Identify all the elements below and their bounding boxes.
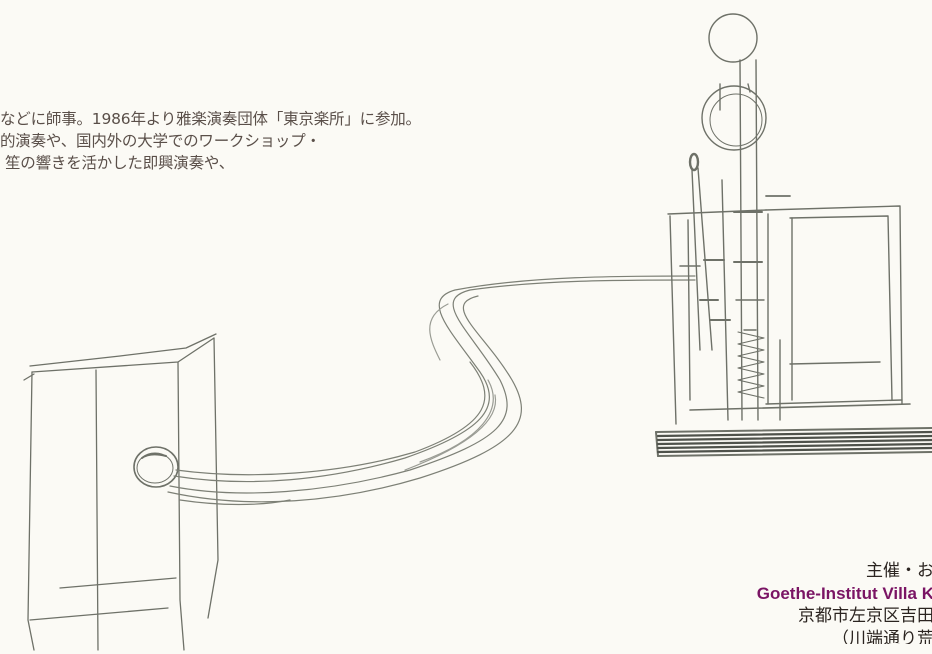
event-info: 主催・お Goethe-Institut Villa K 京都市左京区吉田 （川… [724, 560, 932, 644]
biography-text: などに師事。1986年より雅楽演奏団体「東京楽所」に参加。 的演奏や、国内外の大… [0, 108, 421, 174]
organizer-label: 主催・お [866, 561, 932, 581]
bio-line-1: などに師事。1986年より雅楽演奏団体「東京楽所」に参加。 [0, 110, 421, 128]
address-text: 京都市左京区吉田 [798, 606, 932, 626]
sketched-hose [167, 275, 696, 506]
sketched-base-shading [656, 430, 932, 454]
institute-name: Goethe-Institut Villa K [756, 584, 932, 603]
sketched-knob [133, 446, 179, 488]
sketched-box [23, 333, 219, 651]
sketched-apparatus [655, 13, 932, 457]
bio-line-2: 的演奏や、国内外の大学でのワークショップ・ [0, 132, 321, 150]
street-text: （川端通り荒 [832, 629, 932, 644]
bio-line-3: 笙の響きを活かした即興演奏や、 [5, 154, 235, 172]
